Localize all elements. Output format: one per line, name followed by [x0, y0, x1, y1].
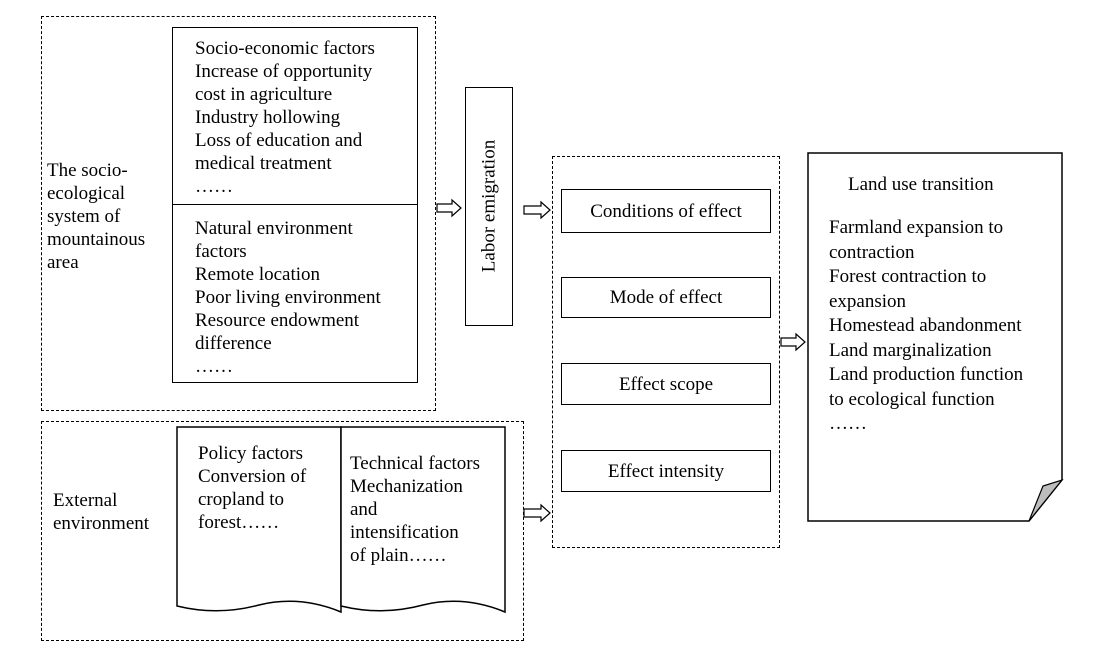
technical-factors-document-shape — [340, 426, 506, 614]
land-use-transition-title: Land use transition — [848, 174, 994, 195]
technical-factors-text: Technical factors Mechanization and inte… — [350, 453, 481, 566]
natural-environment-factors-text: Natural environment factors Remote locat… — [195, 218, 381, 377]
effect-conditions-box: Conditions of effect — [561, 189, 771, 233]
external-environment-group — [41, 421, 524, 641]
arrow-external-to-effects-icon — [523, 503, 551, 523]
policy-factors-text: Policy factors Conversion of cropland to… — [198, 443, 307, 533]
policy-factors-document-shape — [176, 426, 342, 614]
socio-economic-factors-text: Socio-economic factors Increase of oppor… — [195, 38, 375, 197]
arrow-factors-to-labor-icon — [436, 198, 462, 218]
effect-scope-box: Effect scope — [561, 363, 771, 405]
socio-ecological-group — [41, 16, 436, 411]
effect-mode-box: Mode of effect — [561, 277, 771, 318]
external-environment-label: External environment — [53, 490, 150, 534]
land-use-page-fold-icon — [1028, 478, 1064, 522]
arrow-effects-to-land-use-icon — [780, 332, 806, 352]
effect-intensity-box: Effect intensity — [561, 450, 771, 492]
effects-group — [552, 156, 780, 548]
arrow-labor-to-effects-icon — [523, 200, 551, 220]
socio-ecological-label: The socio- ecological system of mountain… — [47, 160, 146, 273]
labor-emigration-box — [465, 87, 513, 326]
land-use-transition-items: Farmland expansion to contraction Forest… — [829, 217, 1024, 434]
factors-box — [172, 27, 418, 383]
factors-divider — [172, 204, 418, 205]
